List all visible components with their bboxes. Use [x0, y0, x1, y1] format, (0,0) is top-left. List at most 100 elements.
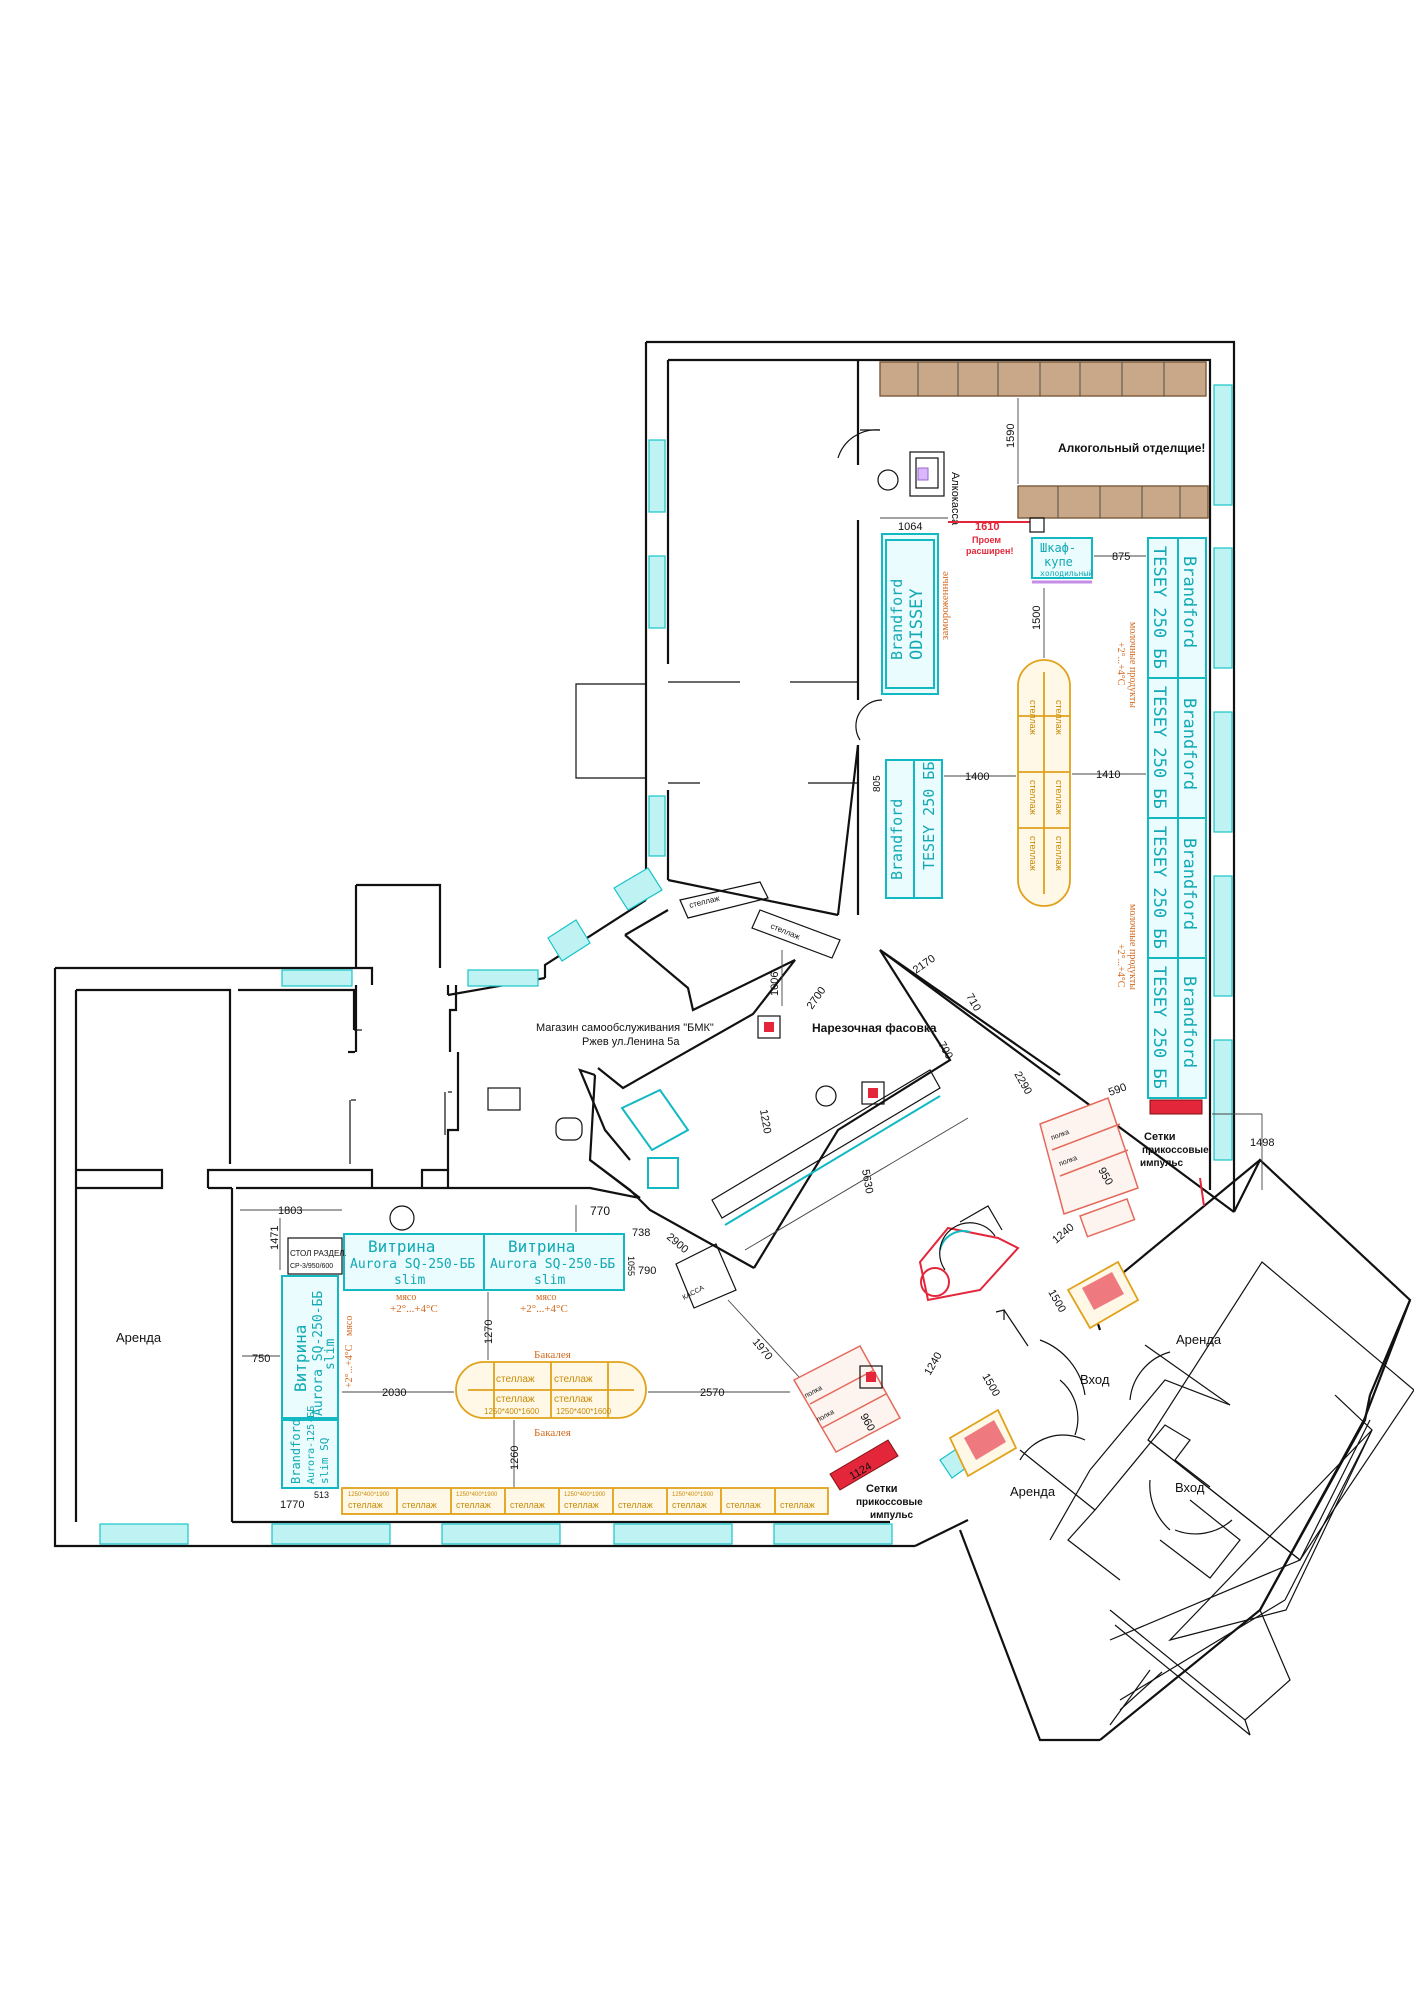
vitrina-1-name: Витрина — [368, 1237, 435, 1256]
dim-1400: 1400 — [965, 771, 989, 783]
setki-bottom-2: прикоссовые — [856, 1497, 923, 1508]
vitrina-2-model: Aurora SQ-250-ББ — [490, 1257, 615, 1272]
setki-right-1: Сетки — [1144, 1131, 1176, 1143]
island-top-stellazh-2: стеллаж — [554, 1374, 593, 1385]
island-stellazh-3: стеллаж — [1028, 780, 1038, 815]
store-title: Магазин самообслуживания "БМК" — [536, 1022, 714, 1034]
dim-1500b: 1500 — [1045, 1288, 1068, 1315]
bottom-shelf-6: стеллаж — [618, 1500, 653, 1510]
dim-2570: 2570 — [700, 1387, 724, 1399]
bottom-shelf-9: стеллаж — [780, 1500, 815, 1510]
bakaleya-label-bottom: Бакалея — [534, 1427, 571, 1439]
center-fridge-model: TESEY 250 ББ — [920, 762, 938, 870]
bottom-shelf-1: стеллаж — [348, 1500, 383, 1510]
setki-bottom-3: импульс — [870, 1510, 914, 1521]
setki-right-2: прикоссовые — [1142, 1145, 1209, 1156]
proem-label-1: Проем — [972, 535, 1001, 545]
impulse-nets-right — [1149, 1099, 1203, 1115]
alco-kassa — [837, 429, 945, 497]
entrance-label-top: Вход — [1080, 1372, 1110, 1387]
molochnie-label-2: молочные продукты — [1127, 904, 1138, 990]
arenda-label-right-bottom: Аренда — [1010, 1484, 1056, 1499]
alcohol-shelves-top — [879, 361, 1207, 397]
bottom-shelf-2: стеллаж — [402, 1500, 437, 1510]
dairy-tesey-4: TESEY 250 ББ — [1149, 966, 1169, 1089]
vitrina-right: Витрина Aurora SQ-250-ББ slim — [483, 1233, 625, 1291]
vitrina-v-temp: +2°...+4°С — [344, 1344, 355, 1388]
slicing-zone-label: Нарезочная фасовка — [812, 1021, 937, 1035]
vitrina-2-myaso: мясо — [536, 1292, 556, 1303]
entrance-label-bottom: Вход — [1175, 1480, 1205, 1495]
vitrina-vertical: Витрина Aurora SQ-250-ББ slim — [281, 1275, 339, 1419]
center-island-shelving — [1017, 659, 1071, 907]
dim-2700: 2700 — [805, 985, 829, 1012]
dim-2030: 2030 — [382, 1387, 406, 1399]
slicing-shelf-1: стеллаж — [688, 894, 721, 910]
shkaf-label-1: Шкаф- — [1040, 541, 1076, 555]
entrance-promo-stand-top — [1066, 1260, 1140, 1330]
dim-1006: 1006 — [769, 972, 781, 996]
dairy-tesey-2: TESEY 250 ББ — [1149, 686, 1169, 809]
dim-1064: 1064 — [898, 521, 922, 533]
dim-2170: 2170 — [911, 953, 938, 977]
bakaleya-label-top: Бакалея — [534, 1349, 571, 1361]
island-stellazh-1: стеллаж — [1028, 700, 1038, 735]
island-stellazh-4: стеллаж — [1054, 780, 1064, 815]
temp-label-1: +2°...+4°С — [1115, 642, 1126, 686]
setki-bottom-1: Сетки — [866, 1483, 898, 1495]
arenda-label-right-top: Аренда — [1176, 1332, 1222, 1347]
alcohol-zone-label: Алкогольный отделщие! — [1058, 441, 1205, 455]
dairy-tesey-3: TESEY 250 ББ — [1149, 826, 1169, 949]
slicing-wall-shelves: стеллаж стеллаж — [679, 881, 841, 959]
vitrina-left: Витрина Aurora SQ-250-ББ slim — [343, 1233, 485, 1291]
island-stellazh-5: стеллаж — [1028, 836, 1038, 871]
small-fridge-model: Aurora-125-ББ — [306, 1406, 317, 1484]
stol-label-2: СР-3/950/600 — [290, 1263, 333, 1270]
arenda-label-left: Аренда — [116, 1330, 162, 1345]
dim-805: 805 — [872, 775, 883, 792]
center-fridge-brand: Brandford — [888, 799, 906, 880]
dim-790: 790 — [638, 1265, 656, 1277]
bottom-shelf-3: стеллаж — [456, 1500, 491, 1510]
dim-1410: 1410 — [1096, 769, 1120, 781]
store-address: Ржев ул.Ленина 5а — [582, 1036, 680, 1048]
odissey-freezer: Brandford ODISSEY — [881, 533, 939, 695]
island-size-2: 1250*400*1600 — [556, 1407, 612, 1416]
bottom-size-1: 1250*400*1900 — [348, 1492, 390, 1498]
island-bottom-stellazh-1: стеллаж — [496, 1394, 535, 1405]
alco-kassa-label: Алкокасса — [949, 472, 961, 526]
vitrina-1-model: Aurora SQ-250-ББ — [350, 1257, 475, 1272]
island-size-1: 1250*400*1600 — [484, 1407, 540, 1416]
entrance-racks-bottom: полка полка — [792, 1345, 902, 1454]
island-bottom-stellazh-2: стеллаж — [554, 1394, 593, 1405]
dairy-tesey-1: TESEY 250 ББ — [1149, 546, 1169, 669]
vitrina-2-slim: slim — [534, 1273, 565, 1288]
stol-label-1: СТОЛ РАЗДЕЛ. — [290, 1249, 347, 1258]
vitrina-2-temp: +2°...+4°С — [520, 1303, 568, 1315]
molochnie-label-1: молочные продукты — [1127, 622, 1138, 708]
slicing-shelf-2: стеллаж — [769, 922, 802, 942]
vitrina-v-model: Aurora SQ-250-ББ — [311, 1291, 326, 1416]
bottom-shelf-5: стеллаж — [564, 1500, 599, 1510]
dairy-brand-2: Brandford — [1179, 698, 1199, 790]
vitrina-2-name: Витрина — [508, 1237, 575, 1256]
dairy-fridges-wall — [1147, 537, 1207, 1099]
dim-1498: 1498 — [1250, 1137, 1274, 1149]
dim-1240a: 1240 — [1050, 1221, 1076, 1246]
dim-2290: 2290 — [1011, 1070, 1034, 1097]
vitrina-v-slim: slim — [323, 1339, 338, 1370]
dim-1471: 1471 — [269, 1226, 281, 1250]
bottom-size-4: 1250*400*1900 — [672, 1492, 714, 1498]
outer-walls — [53, 340, 1414, 1742]
dairy-brand-1: Brandford — [1179, 556, 1199, 648]
alcohol-shelves-bottom — [1017, 485, 1209, 519]
temp-label-2: +2°...+4°С — [1115, 944, 1126, 988]
dairy-brand-3: Brandford — [1179, 838, 1199, 930]
center-fridge: Brandford TESEY 250 ББ — [885, 759, 943, 899]
vitrina-1-slim: slim — [394, 1273, 425, 1288]
bottom-size-2: 1250*400*1900 — [456, 1492, 498, 1498]
dim-875: 875 — [1112, 551, 1130, 563]
dim-770: 770 — [590, 1204, 610, 1218]
bottom-shelf-7: стеллаж — [672, 1500, 707, 1510]
bottom-size-3: 1250*400*1900 — [564, 1492, 606, 1498]
